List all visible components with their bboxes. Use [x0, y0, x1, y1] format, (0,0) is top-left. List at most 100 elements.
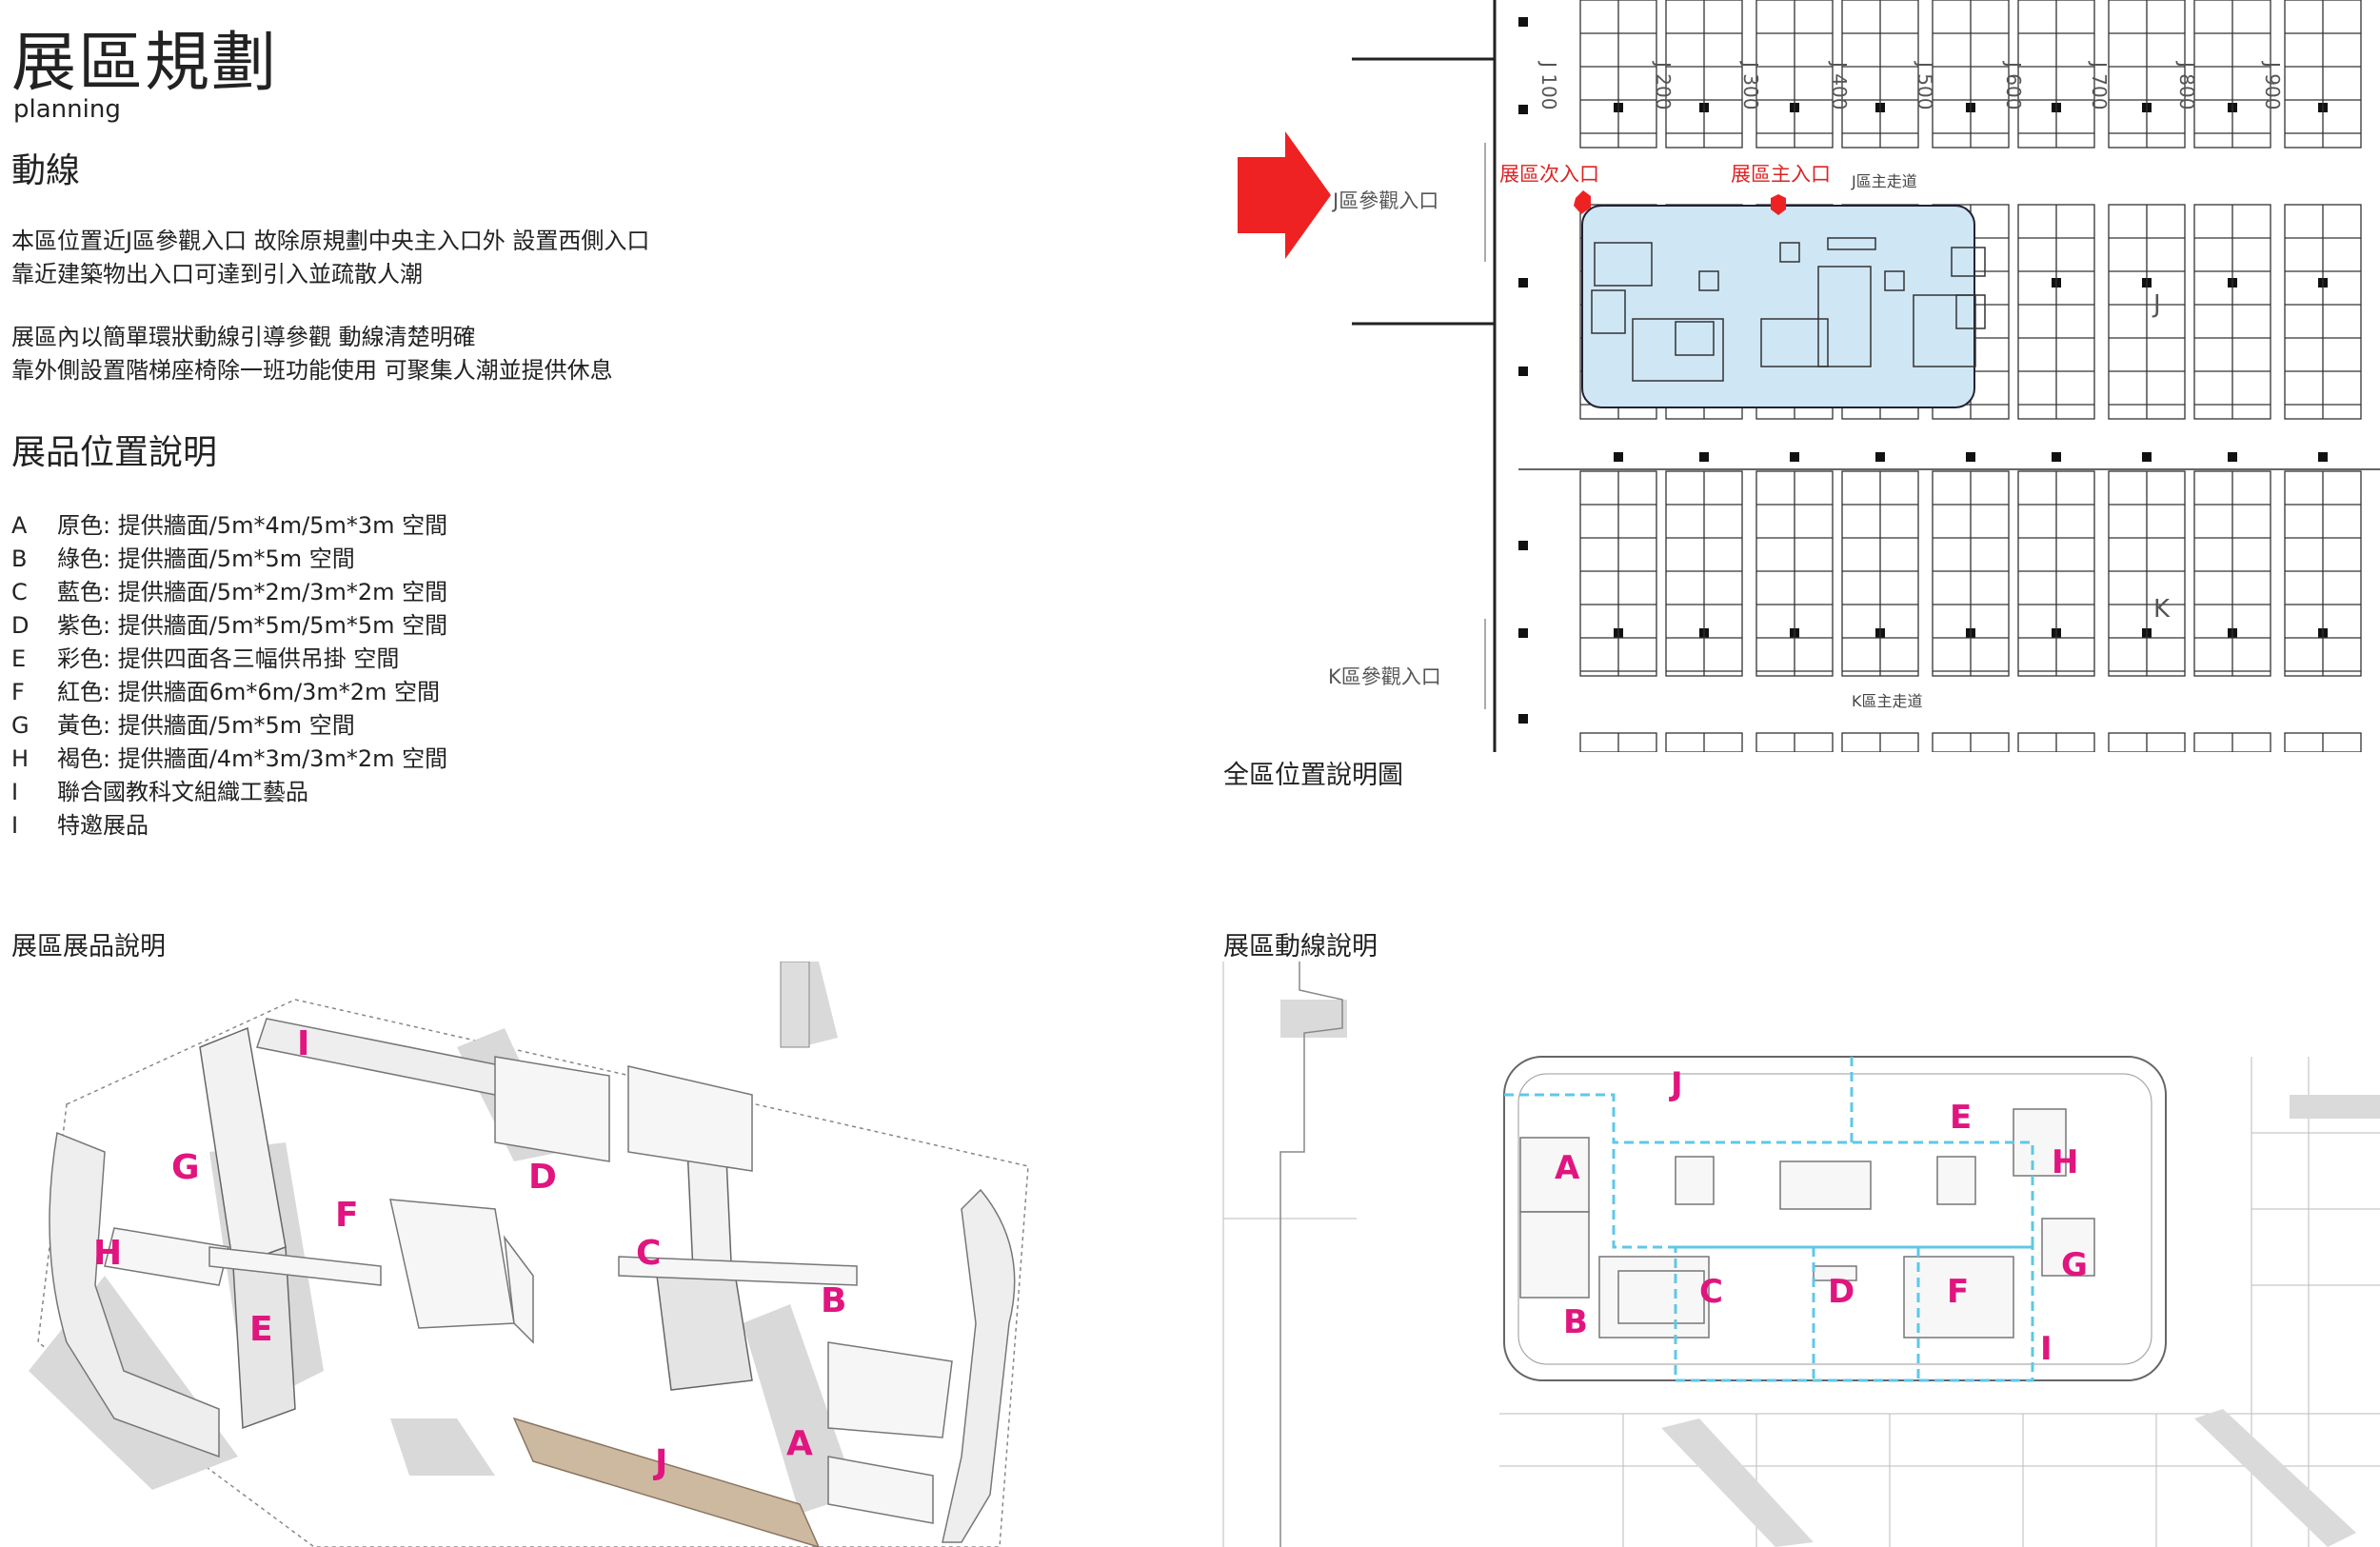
flow-marker-label: B	[1563, 1303, 1588, 1341]
flow-marker-label: I	[2040, 1330, 2053, 1368]
flow-marker-label: F	[1947, 1273, 1969, 1311]
page-subtitle: planning	[13, 95, 121, 124]
flow-marker-label: E	[1950, 1099, 1972, 1137]
site-plan-caption: 全區位置說明圖	[1223, 761, 1403, 790]
exhibit-item: G 黃色: 提供牆面/5m*5m 空間	[11, 706, 355, 740]
column-label: J 400	[1828, 60, 1851, 109]
k-aisle-label: K區主走道	[1852, 692, 1923, 710]
exhibit-area-inner	[1517, 1073, 2152, 1365]
circulation-paragraph-2: 展區內以簡單環狀動線引導參觀 動線清楚明確 靠外側設置階梯座椅除一班功能使用 可…	[11, 321, 613, 387]
exhibit-key: A	[11, 512, 28, 539]
structural-column	[1790, 452, 1799, 462]
circulation-line: 本區位置近J區參觀入口 故除原規劃中央主入口外 設置西側入口	[11, 228, 650, 254]
exhibit-key: I	[11, 812, 19, 839]
exhibit-marker-label: F	[335, 1196, 359, 1235]
flow-marker-label: H	[2052, 1143, 2078, 1181]
circulation-paragraph-1: 本區位置近J區參觀入口 故除原規劃中央主入口外 設置西側入口 靠近建築物出入口可…	[11, 225, 649, 291]
column-label: J 500	[1914, 60, 1936, 109]
structural-column	[1518, 278, 1528, 288]
exhibit-key: F	[11, 679, 25, 705]
exhibit-marker-label: D	[528, 1158, 557, 1197]
exhibits-heading: 展品位置說明	[11, 433, 218, 472]
circulation-line: 靠近建築物出入口可達到引入並疏散人潮	[11, 261, 423, 288]
exhibit-text: 特邀展品	[57, 812, 149, 839]
building-profile	[1279, 962, 1343, 1547]
site-plan: J 100 J 200 J 300 J 400 J 500 J 600 J 700 J 800…	[1238, 0, 2380, 752]
structural-column	[1966, 452, 1975, 462]
circulation-line: 展區內以簡單環狀動線引導參觀 動線清楚明確	[11, 324, 476, 350]
structural-column	[1518, 714, 1528, 724]
exhibit-item: C 藍色: 提供牆面/5m*2m/3m*2m 空間	[11, 573, 447, 606]
column-label: J 300	[1739, 60, 1762, 109]
tower-top-pillar	[780, 962, 810, 1048]
exhibit-key: E	[11, 645, 27, 672]
structural-column	[1518, 628, 1528, 638]
main-entrance-marker	[1771, 194, 1786, 215]
exhibit-marker-label: G	[171, 1148, 200, 1187]
outer-wall-left	[49, 1131, 220, 1458]
exhibit-marker-label: A	[786, 1424, 813, 1463]
exhibit-marker-label: C	[636, 1234, 661, 1273]
shadows	[1280, 1000, 2380, 1547]
stepped-bench	[512, 1417, 820, 1547]
circulation-heading: 動線	[11, 151, 81, 190]
structural-column	[1614, 452, 1623, 462]
exhibit-text: 褐色: 提供牆面/4m*3m/3m*2m 空間	[57, 745, 448, 772]
exhibit-marker-label: H	[93, 1234, 122, 1273]
secondary-entrance-marker	[1574, 190, 1591, 214]
outer-wall-right	[942, 1188, 1016, 1543]
exhibit-text: 黃色: 提供牆面/5m*5m 空間	[57, 712, 355, 739]
structural-column	[1518, 105, 1528, 114]
exhibit-area-detail	[1591, 237, 1986, 382]
exhibit-marker-label: J	[652, 1443, 667, 1482]
zone-k-label: K	[2153, 595, 2171, 624]
surrounding-grid	[1222, 962, 2380, 1547]
exhibit-text: 紅色: 提供牆面6m*6m/3m*2m 空間	[57, 679, 441, 705]
exhibit-item: I 聯合國教科文組織工藝品	[11, 773, 308, 806]
exhibit-text: 綠色: 提供牆面/5m*5m 空間	[57, 545, 355, 572]
flow-marker-label: G	[2061, 1246, 2088, 1284]
structural-column	[2318, 452, 2328, 462]
tower	[199, 1026, 296, 1430]
k-entrance-label: K區參觀入口	[1328, 665, 1441, 688]
structural-column	[1518, 541, 1528, 550]
exhibit-key: G	[11, 712, 30, 739]
column-label: J 200	[1652, 60, 1675, 109]
structural-column	[1875, 452, 1885, 462]
display-walls	[104, 1056, 953, 1524]
structural-column	[1518, 367, 1528, 376]
flow-path	[1504, 1057, 2034, 1382]
zone-j-label: J	[2152, 290, 2161, 319]
exhibit-item: F 紅色: 提供牆面6m*6m/3m*2m 空間	[11, 673, 440, 706]
structural-column	[2228, 452, 2237, 462]
structural-column	[1518, 17, 1528, 27]
column-label: J 100	[1537, 60, 1560, 109]
exhibit-item: E 彩色: 提供四面各三幅供吊掛 空間	[11, 640, 399, 673]
page-title: 展區規劃	[11, 26, 279, 101]
exhibit-text: 聯合國教科文組織工藝品	[57, 779, 308, 805]
exhibit-marker-label: B	[821, 1281, 846, 1320]
exhibit-text: 藍色: 提供牆面/5m*2m/3m*2m 空間	[57, 579, 448, 605]
column-label: J 700	[2088, 60, 2111, 109]
exhibit-key: I	[11, 779, 19, 805]
exhibit-marker-label: I	[297, 1024, 309, 1063]
flow-marker-label: J	[1669, 1065, 1683, 1103]
exhibit-key: C	[11, 579, 28, 605]
column-label: J 600	[2002, 60, 2025, 109]
flow-marker-label: C	[1699, 1273, 1723, 1311]
exhibit-key: D	[11, 612, 30, 639]
main-entrance-label: 展區主入口	[1731, 163, 1831, 186]
flow-marker-label: A	[1555, 1149, 1580, 1187]
exhibit-text: 彩色: 提供四面各三幅供吊掛 空間	[57, 645, 400, 672]
flow-booths	[1519, 1108, 2095, 1339]
exhibit-item: I 特邀展品	[11, 806, 149, 840]
circulation-line: 靠外側設置階梯座椅除一班功能使用 可聚集人潮並提供休息	[11, 357, 613, 384]
column-label: J 800	[2175, 60, 2198, 109]
